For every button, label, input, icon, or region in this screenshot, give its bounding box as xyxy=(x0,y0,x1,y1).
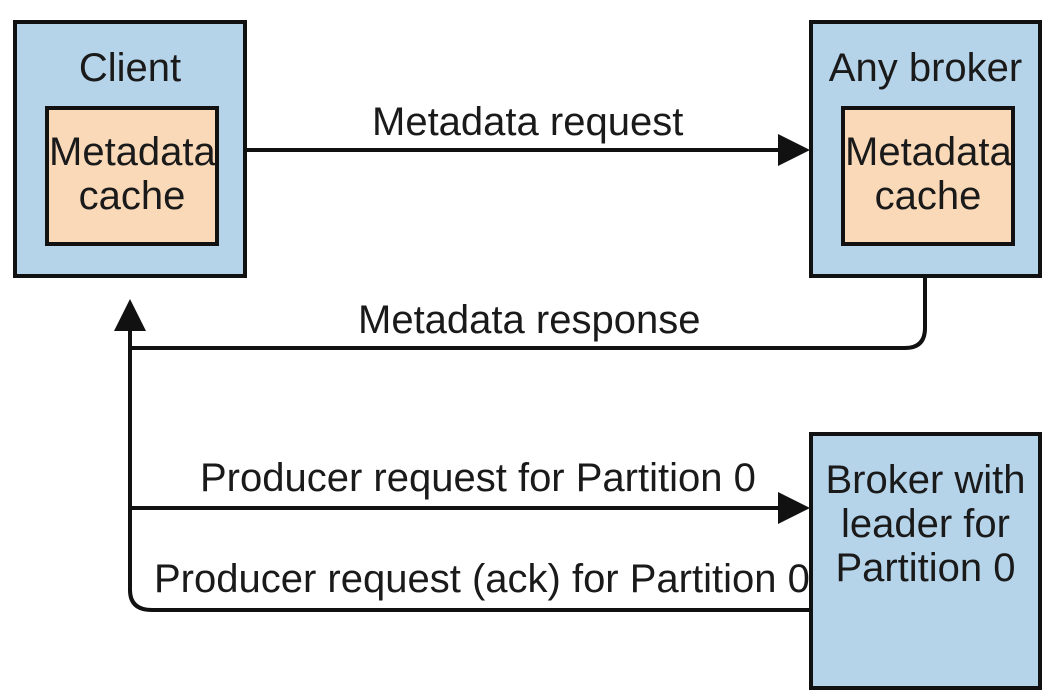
metadata-request-label: Metadata request xyxy=(372,100,684,144)
leader-broker-title: Broker with leader for Partition 0 xyxy=(825,458,1026,590)
any-broker-node: Any broker Metadata cache xyxy=(809,20,1042,278)
client-node: Client Metadata cache xyxy=(13,20,247,278)
metadata-response-arrow xyxy=(114,278,927,350)
any-broker-cache-label: Metadata cache xyxy=(845,130,1012,218)
producer-request-label: Producer request for Partition 0 xyxy=(200,456,756,500)
client-metadata-cache: Metadata cache xyxy=(45,106,219,246)
any-broker-metadata-cache: Metadata cache xyxy=(841,106,1015,246)
client-cache-label: Metadata cache xyxy=(49,130,216,218)
any-broker-title: Any broker xyxy=(828,46,1023,90)
producer-ack-line xyxy=(128,348,809,612)
metadata-response-label: Metadata response xyxy=(358,298,701,342)
client-title: Client xyxy=(78,46,182,90)
producer-ack-label: Producer request (ack) for Partition 0 xyxy=(154,557,810,601)
leader-broker-node: Broker with leader for Partition 0 xyxy=(809,432,1042,690)
